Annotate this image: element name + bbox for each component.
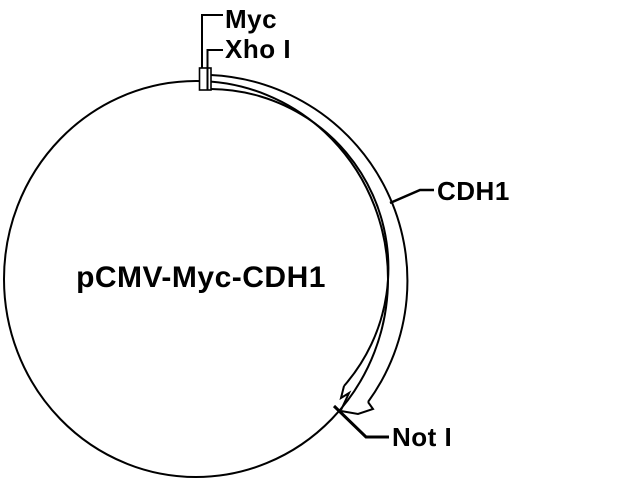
insert-band-inner-arc [210, 88, 390, 387]
insert-band-outer-arc [210, 74, 409, 403]
label-not1: Not I [392, 422, 452, 452]
myc-leader-line [201, 14, 223, 68]
myc-tag-site-box [198, 67, 212, 91]
xho1-leader-line [206, 49, 223, 90]
not1-leader-line [332, 404, 389, 439]
cdh1-leader-line [389, 188, 434, 205]
label-cdh1: CDH1 [437, 176, 510, 206]
plasmid-name: pCMV-Myc-CDH1 [76, 261, 326, 294]
insert-arrowhead-left-wing [339, 385, 352, 411]
label-xho1: Xho I [225, 34, 291, 64]
insert-arrowhead-right-wing [340, 401, 375, 416]
label-myc: Myc [225, 4, 277, 34]
